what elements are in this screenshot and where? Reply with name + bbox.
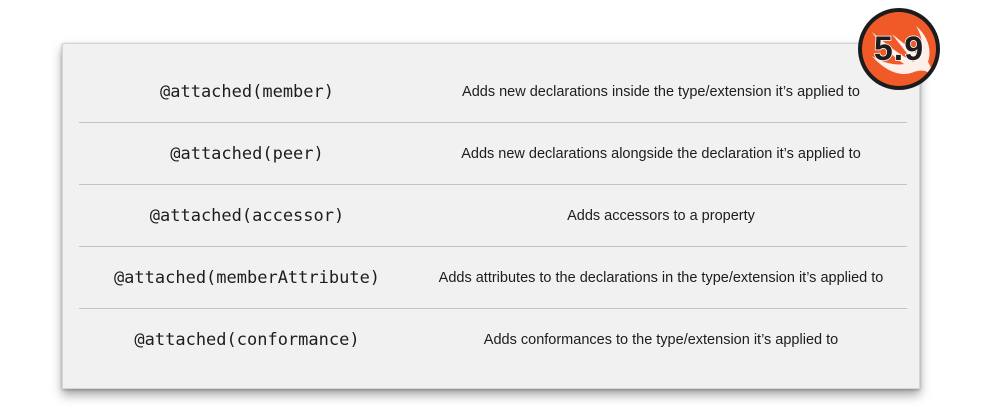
macro-attribute: @attached(accessor) xyxy=(149,205,345,226)
macro-attribute: @attached(peer) xyxy=(170,143,324,164)
table-row: @attached(peer) Adds new declarations al… xyxy=(79,123,907,185)
table-row: @attached(memberAttribute) Adds attribut… xyxy=(79,247,907,309)
macros-table-card: @attached(member) Adds new declarations … xyxy=(62,43,920,389)
macro-attribute: @attached(memberAttribute) xyxy=(113,267,381,288)
swift-logo-icon xyxy=(872,26,932,75)
table-row: @attached(member) Adds new declarations … xyxy=(79,61,907,123)
swift-version-badge: 5.9 xyxy=(858,8,940,90)
macro-attribute: @attached(member) xyxy=(160,81,334,102)
macro-attribute: @attached(conformance) xyxy=(134,329,360,350)
swift-badge-face: 5.9 xyxy=(862,12,936,86)
macros-table: @attached(member) Adds new declarations … xyxy=(79,61,907,370)
macro-description: Adds new declarations inside the type/ex… xyxy=(462,83,860,100)
swift-version-label: 5.9 xyxy=(873,29,925,69)
table-row: @attached(conformance) Adds conformances… xyxy=(79,309,907,370)
table-row: @attached(accessor) Adds accessors to a … xyxy=(79,185,907,247)
macro-description: Adds conformances to the type/extension … xyxy=(483,331,839,348)
macro-description: Adds attributes to the declarations in t… xyxy=(438,269,884,286)
macro-description: Adds new declarations alongside the decl… xyxy=(461,145,861,162)
macro-description: Adds accessors to a property xyxy=(567,207,755,224)
